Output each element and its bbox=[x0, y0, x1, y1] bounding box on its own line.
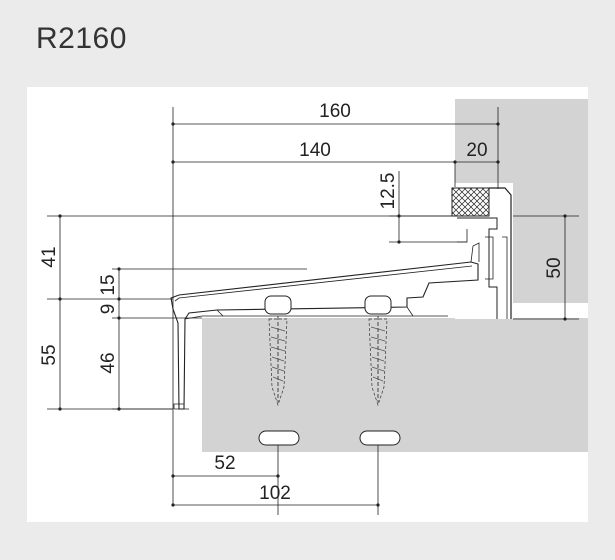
dim-55: 55 bbox=[39, 344, 60, 365]
window-frame-profile bbox=[457, 187, 512, 319]
dim-41: 41 bbox=[39, 246, 60, 267]
dim-140: 140 bbox=[299, 140, 331, 161]
dim-46: 46 bbox=[98, 352, 119, 373]
dim-160: 160 bbox=[319, 101, 351, 122]
slot-left bbox=[258, 430, 300, 446]
dim-52: 52 bbox=[214, 453, 235, 474]
slab-section bbox=[202, 318, 588, 452]
dimension-ticks bbox=[58, 122, 567, 507]
dim-9: 9 bbox=[98, 304, 119, 315]
dim-15: 15 bbox=[98, 274, 119, 295]
technical-drawing: 160 140 20 52 102 12.5 50 41 55 15 9 46 bbox=[39, 99, 588, 515]
dim-50: 50 bbox=[544, 257, 565, 278]
dimension-lines bbox=[47, 107, 579, 515]
dim-12-5: 12.5 bbox=[378, 173, 399, 210]
anchor-screw-right bbox=[364, 295, 392, 407]
slot-right bbox=[359, 430, 401, 446]
drawing-panel: 160 140 20 52 102 12.5 50 41 55 15 9 46 bbox=[27, 87, 588, 522]
insulation-block bbox=[451, 187, 490, 217]
dim-102: 102 bbox=[259, 483, 291, 504]
sill-profile bbox=[170, 242, 480, 410]
drawing-title: R2160 bbox=[36, 22, 127, 55]
dim-20: 20 bbox=[466, 140, 487, 161]
anchor-screw-left bbox=[264, 295, 292, 407]
